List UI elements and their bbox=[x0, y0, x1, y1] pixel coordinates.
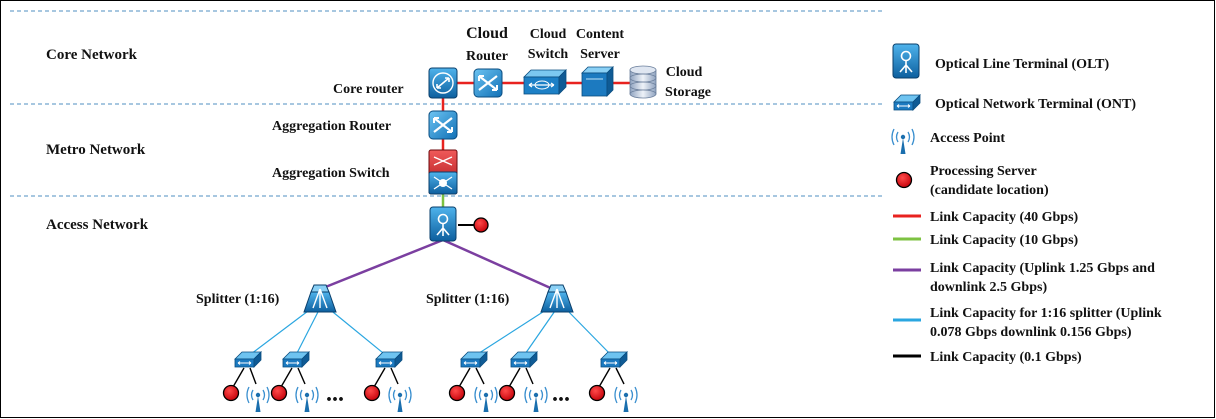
legend-split-label-1: Link Capacity for 1:16 splitter (Uplink bbox=[930, 306, 1162, 321]
legend-olt-icon bbox=[892, 43, 920, 79]
processing-server-icon bbox=[473, 217, 489, 233]
ont-icon bbox=[510, 351, 538, 368]
cloud-router-label-2: Router bbox=[466, 49, 508, 64]
access-point-icon bbox=[295, 386, 319, 413]
processing-server-icon bbox=[363, 384, 381, 402]
cloud-switch-label-1: Cloud bbox=[530, 27, 567, 42]
legend-10g-label: Link Capacity (10 Gbps) bbox=[930, 233, 1079, 248]
legend-pon-label-2: downlink 2.5 Gbps) bbox=[930, 280, 1047, 295]
olt-icon bbox=[429, 206, 457, 242]
content-server-label-2: Server bbox=[580, 47, 620, 62]
legend-40g-label: Link Capacity (40 Gbps) bbox=[930, 210, 1079, 225]
ont-icon bbox=[375, 351, 403, 368]
link-pon-right bbox=[442, 238, 556, 292]
legend-ont-icon bbox=[893, 94, 921, 111]
processing-server-icon bbox=[270, 384, 288, 402]
content-server-icon bbox=[581, 66, 614, 97]
access-point-icon bbox=[474, 386, 498, 413]
splitter-right-icon bbox=[540, 284, 574, 313]
cloud-storage-icon bbox=[629, 65, 657, 99]
ellipsis-right: ... bbox=[552, 381, 570, 407]
access-point-icon bbox=[524, 386, 548, 413]
legend: Optical Line Terminal (OLT) Optical Netw… bbox=[891, 43, 1162, 365]
access-point-icon bbox=[614, 386, 638, 413]
processing-server-icon bbox=[588, 384, 606, 402]
ellipsis-left: ... bbox=[326, 381, 344, 407]
splitter-left-icon bbox=[303, 284, 337, 313]
cloud-router-label-1: Cloud bbox=[466, 25, 508, 42]
core-router-label: Core router bbox=[333, 82, 404, 97]
layer-separators bbox=[10, 10, 885, 197]
legend-processing-server-sublabel: (candidate location) bbox=[930, 183, 1049, 198]
processing-server-icon bbox=[498, 384, 516, 402]
cloud-switch-icon bbox=[523, 69, 567, 95]
processing-server-icon bbox=[448, 384, 466, 402]
ont-icon bbox=[234, 351, 262, 368]
aggregation-switch-label: Aggregation Switch bbox=[272, 166, 390, 181]
splitter-left-label: Splitter (1:16) bbox=[196, 292, 280, 307]
link-01g-onts bbox=[232, 367, 625, 388]
legend-01g-label: Link Capacity (0.1 Gbps) bbox=[930, 350, 1082, 365]
ont-icon bbox=[282, 351, 310, 368]
aggregation-router-icon bbox=[427, 109, 459, 141]
legend-ont-label: Optical Network Terminal (ONT) bbox=[935, 97, 1136, 112]
link-split-group bbox=[246, 307, 614, 358]
metro-network-label: Metro Network bbox=[46, 142, 146, 158]
processing-server-icon bbox=[222, 384, 240, 402]
core-router-icon bbox=[428, 67, 458, 99]
aggregation-router-label: Aggregation Router bbox=[272, 119, 391, 134]
cloud-router-icon bbox=[472, 67, 504, 99]
content-server-label-1: Content bbox=[576, 27, 625, 42]
cloud-storage-label-2: Storage bbox=[665, 85, 711, 100]
legend-processing-server-icon bbox=[895, 171, 913, 189]
cloud-switch-label-2: Switch bbox=[528, 47, 569, 62]
cloud-storage-label-1: Cloud bbox=[666, 65, 703, 80]
legend-access-point-label: Access Point bbox=[930, 131, 1005, 146]
legend-olt-label: Optical Line Terminal (OLT) bbox=[935, 57, 1109, 72]
access-network-label: Access Network bbox=[46, 217, 149, 233]
splitter-right-label: Splitter (1:16) bbox=[426, 292, 510, 307]
ont-icon bbox=[460, 351, 488, 368]
link-pon-left bbox=[317, 238, 444, 292]
aggregation-switch-icon bbox=[428, 149, 458, 195]
legend-processing-server-label: Processing Server bbox=[930, 164, 1037, 179]
ont-icon bbox=[600, 351, 628, 368]
access-point-icon bbox=[246, 386, 270, 413]
legend-pon-label-1: Link Capacity (Uplink 1.25 Gbps and bbox=[930, 261, 1155, 276]
access-point-icon bbox=[388, 386, 412, 413]
legend-split-label-2: 0.078 Gbps downlink 0.156 Gbps) bbox=[930, 325, 1132, 340]
legend-access-point-icon bbox=[891, 128, 915, 155]
core-network-label: Core Network bbox=[46, 47, 138, 63]
